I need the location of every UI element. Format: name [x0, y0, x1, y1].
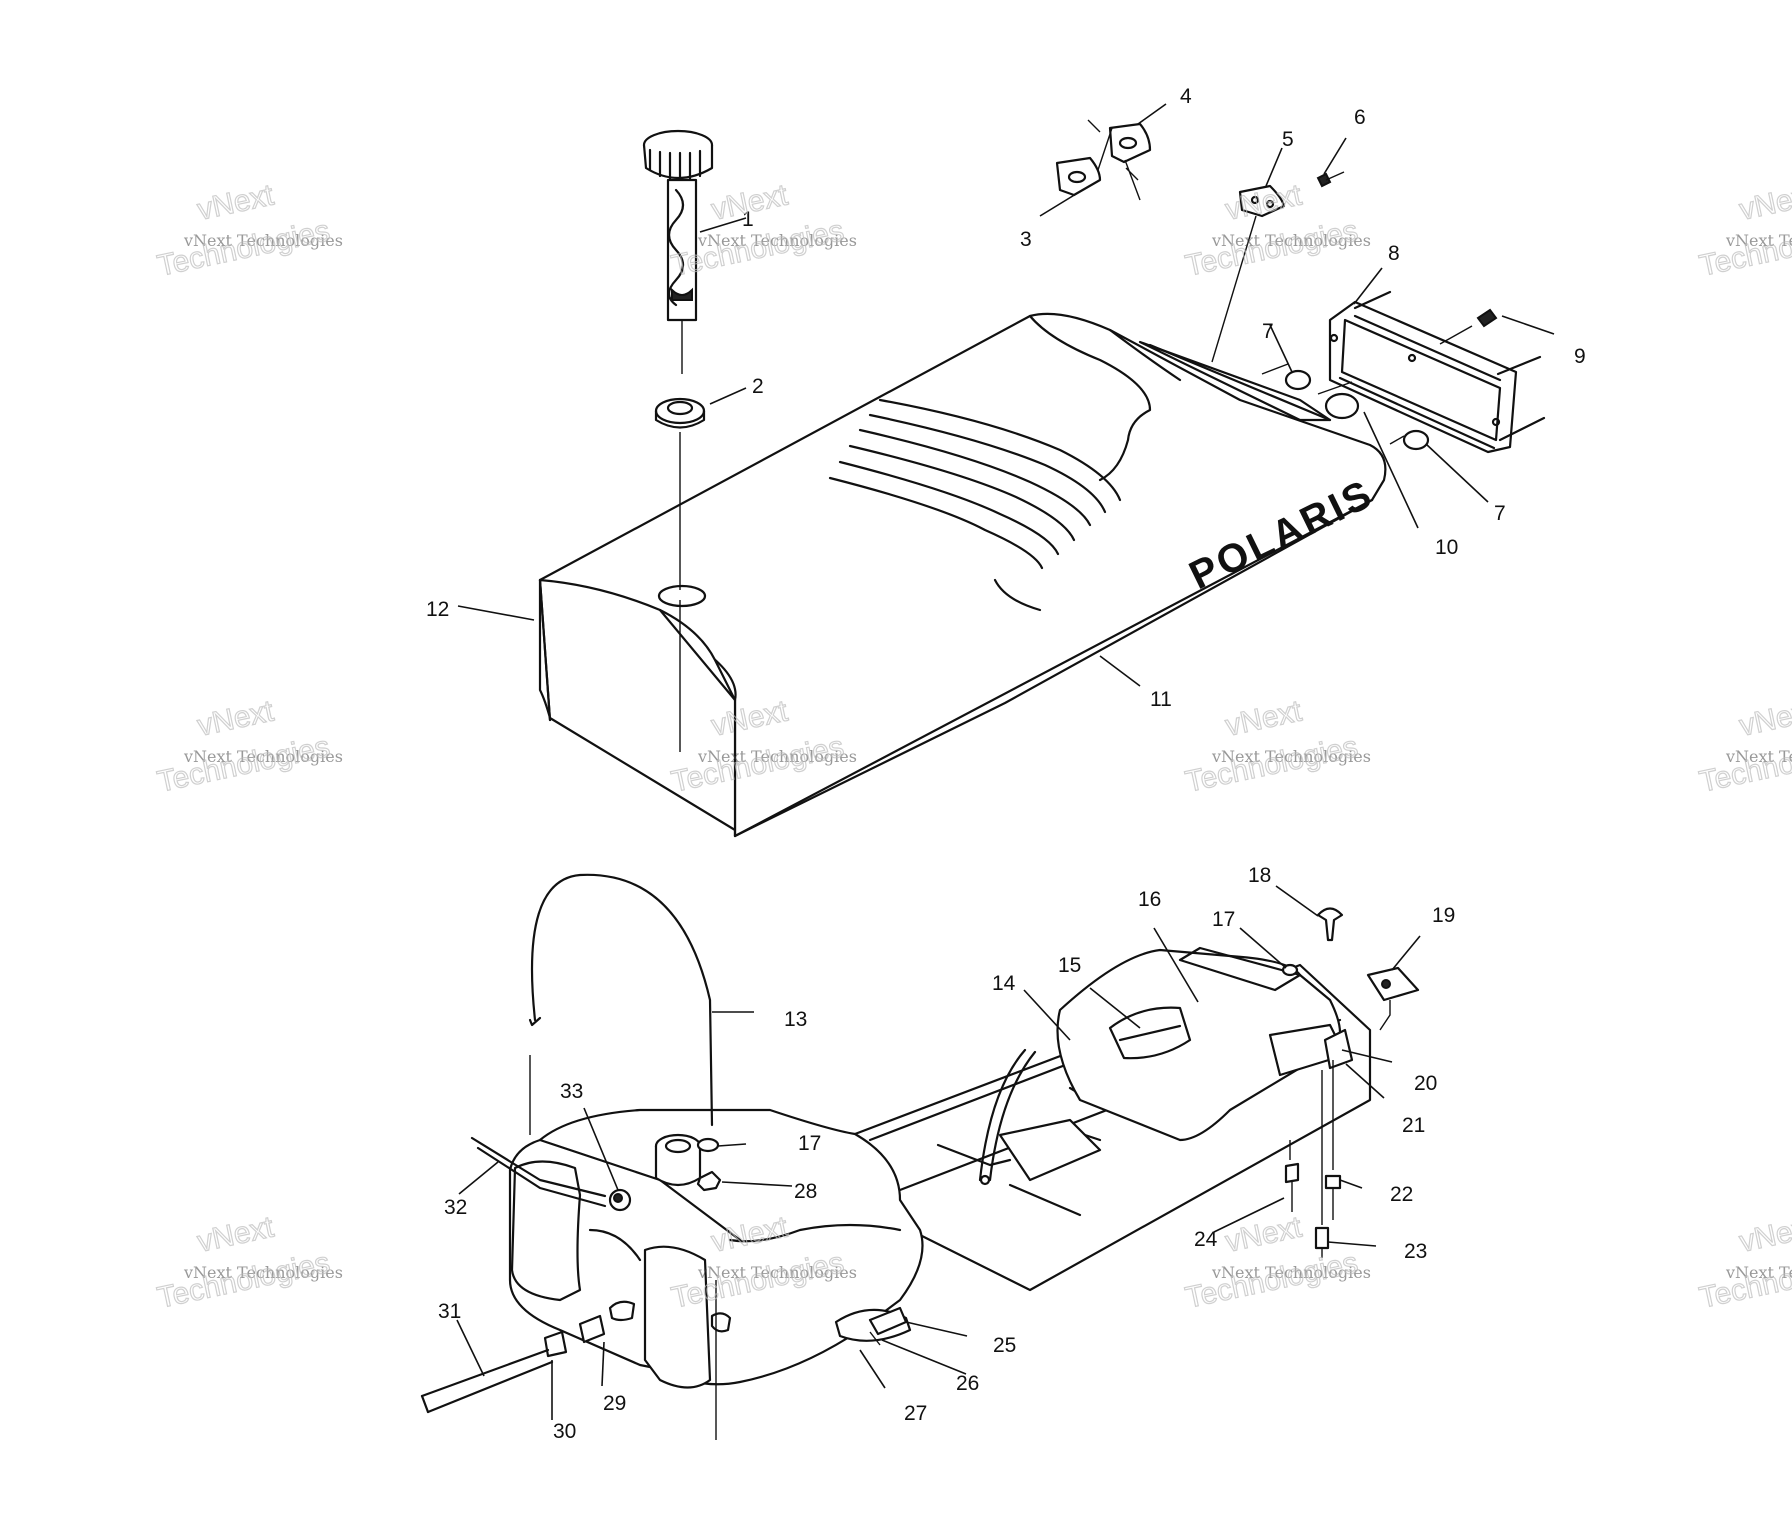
callout-17: 17 [1212, 908, 1235, 931]
watermark-11: vNext vNext Technologies Technologies [1182, 1210, 1371, 1316]
svg-text:vNext Technologies: vNext Technologies [1725, 747, 1792, 766]
callout-21: 21 [1402, 1114, 1425, 1137]
svg-text:vNext Technologies: vNext Technologies [697, 1263, 857, 1282]
svg-text:vNext: vNext [195, 1210, 278, 1258]
watermark-1: vNext vNext Technologies Technologies [154, 178, 343, 284]
callout-25: 25 [993, 1334, 1016, 1357]
svg-text:vNext: vNext [1737, 178, 1792, 226]
seat [538, 312, 1387, 838]
callout-24: 24 [1194, 1228, 1218, 1251]
svg-text:vNext: vNext [1223, 694, 1306, 742]
watermark-8: vNext vNext Technologies Technologies [1696, 694, 1792, 800]
callout-28: 28 [794, 1180, 817, 1203]
svg-text:Technologies: Technologies [1183, 1246, 1361, 1315]
callout-17b: 17 [798, 1132, 821, 1155]
svg-text:Technologies: Technologies [1183, 730, 1361, 799]
callout-16: 16 [1138, 888, 1161, 911]
fuel-cap-dipstick [642, 129, 714, 374]
svg-text:vNext Technologies: vNext Technologies [697, 747, 857, 766]
callout-2: 2 [752, 375, 764, 398]
callout-26: 26 [956, 1372, 979, 1395]
svg-text:vNext: vNext [1223, 1210, 1306, 1258]
callout-9: 9 [1574, 345, 1586, 368]
svg-text:vNext: vNext [195, 178, 278, 226]
svg-text:Technologies: Technologies [155, 214, 333, 283]
plates-3-4 [1055, 119, 1152, 201]
grommet [654, 397, 706, 752]
svg-text:vNext: vNext [195, 694, 278, 742]
callout-13: 13 [784, 1008, 807, 1031]
callout-14: 14 [992, 972, 1016, 995]
callout-4: 4 [1180, 85, 1192, 108]
callout-29: 29 [603, 1392, 626, 1415]
svg-text:vNext: vNext [1737, 694, 1792, 742]
callout-23: 23 [1404, 1240, 1427, 1263]
callout-20: 20 [1414, 1072, 1437, 1095]
callout-19: 19 [1432, 904, 1455, 927]
watermark-4: vNext vNext Technologies Technologies [1696, 178, 1792, 284]
callout-11: 11 [1150, 688, 1172, 711]
callout-33: 33 [560, 1080, 583, 1103]
callouts: 1 2 3 4 5 6 7 8 9 10 7 11 12 13 14 15 16… [426, 85, 1586, 1443]
callout-10: 10 [1435, 536, 1458, 559]
svg-text:vNext Technologies: vNext Technologies [183, 1263, 343, 1282]
callout-31: 31 [438, 1300, 461, 1323]
svg-text:vNext Technologies: vNext Technologies [183, 231, 343, 250]
watermark-5: vNext vNext Technologies Technologies [154, 694, 343, 800]
watermark-9: vNext vNext Technologies Technologies [154, 1210, 343, 1316]
callout-18: 18 [1248, 864, 1271, 887]
callout-30: 30 [553, 1420, 576, 1443]
svg-text:vNext Technologies: vNext Technologies [1211, 231, 1371, 250]
callout-7: 7 [1262, 320, 1274, 343]
callout-32: 32 [444, 1196, 467, 1219]
callout-12: 12 [426, 598, 449, 621]
svg-text:vNext: vNext [1223, 178, 1306, 226]
watermark-7: vNext vNext Technologies Technologies [1182, 694, 1371, 800]
svg-text:vNext Technologies: vNext Technologies [1211, 747, 1371, 766]
svg-text:vNext Technologies: vNext Technologies [1211, 1263, 1371, 1282]
callout-15: 15 [1058, 954, 1081, 977]
bracket-5-6 [1211, 171, 1345, 363]
callout-27: 27 [904, 1402, 927, 1425]
callout-7b: 7 [1494, 502, 1506, 525]
svg-text:vNext Technologies: vNext Technologies [1725, 231, 1792, 250]
callout-1: 1 [742, 208, 754, 231]
callout-8: 8 [1388, 242, 1400, 265]
svg-text:vNext Technologies: vNext Technologies [1725, 1263, 1792, 1282]
watermark-3: vNext vNext Technologies Technologies [1182, 178, 1371, 284]
fuel-tank [420, 873, 924, 1440]
callout-22: 22 [1390, 1183, 1413, 1206]
svg-text:Technologies: Technologies [155, 1246, 333, 1315]
svg-text:Technologies: Technologies [155, 730, 333, 799]
svg-text:vNext: vNext [1737, 1210, 1792, 1258]
svg-text:Technologies: Technologies [1183, 214, 1361, 283]
callout-3: 3 [1020, 228, 1032, 251]
watermark-12: vNext vNext Technologies Technologies [1696, 1210, 1792, 1316]
leader-lines [456, 103, 1555, 1420]
callout-6: 6 [1354, 106, 1366, 129]
callout-5: 5 [1282, 128, 1294, 151]
svg-text:vNext Technologies: vNext Technologies [183, 747, 343, 766]
svg-text:vNext Technologies: vNext Technologies [697, 231, 857, 250]
